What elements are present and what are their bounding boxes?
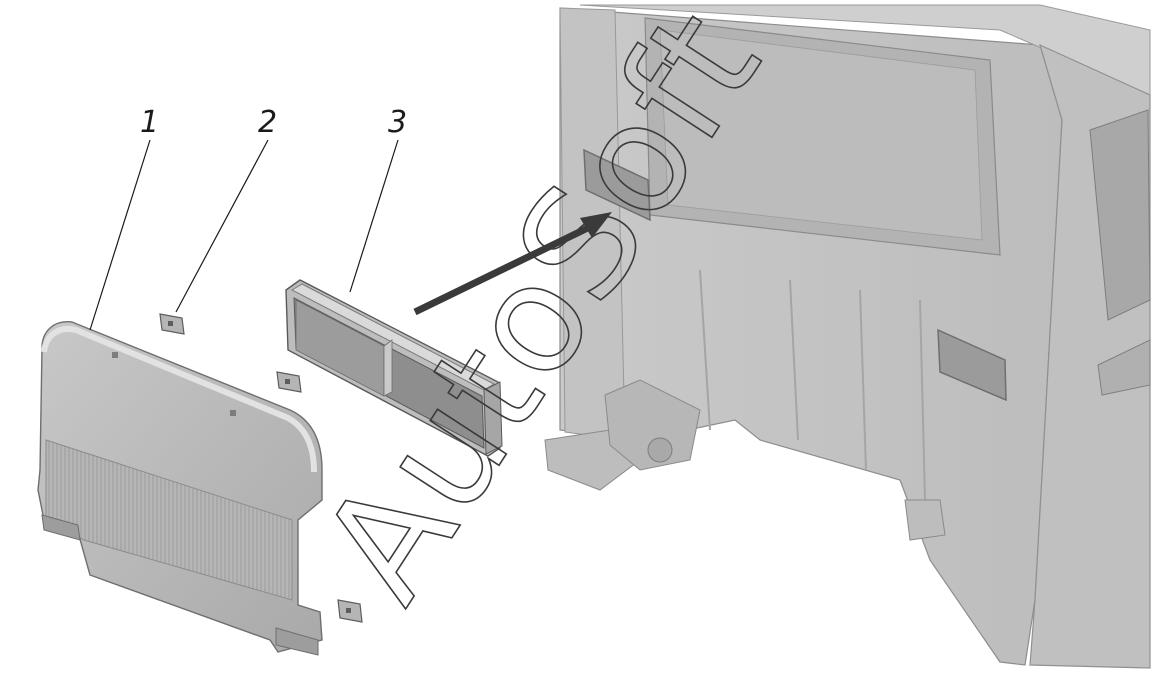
callout-3: 3 (388, 105, 407, 140)
part-3-housing (285, 279, 503, 457)
leader-line-3 (349, 139, 399, 293)
cover-panel-rim (41, 326, 317, 473)
callout-1: 1 (140, 105, 159, 140)
callout-2: 2 (258, 105, 277, 140)
part-1-cover-panel (37, 321, 323, 656)
cover-panel-tab-left (41, 514, 81, 541)
clip-middle (276, 371, 302, 393)
clip-top (159, 313, 185, 335)
part-2-clips (159, 313, 363, 623)
leader-line-2 (175, 139, 269, 313)
housing-end (483, 381, 503, 455)
install-arrow (413, 212, 612, 316)
body-right-opening (937, 328, 1007, 402)
body-side-window (1089, 109, 1151, 321)
body-door-handle (1097, 339, 1151, 396)
body-lower-ribs (699, 269, 926, 501)
body-window-inner (659, 29, 983, 241)
housing-rim-top (290, 283, 496, 391)
cover-clip-hole (230, 410, 236, 416)
body-roof (579, 4, 1151, 96)
cover-panel-ribbed-face (45, 439, 293, 601)
body-tow-bracket (544, 379, 946, 541)
housing-divider (383, 339, 393, 397)
body-upper-opening (583, 148, 651, 222)
leader-line-1 (89, 139, 151, 331)
cover-panel-tab-right (275, 627, 319, 656)
leader-lines (89, 139, 399, 331)
vehicle-body (544, 4, 1151, 669)
cover-clip-hole (112, 352, 118, 358)
clip-bottom (337, 599, 363, 623)
